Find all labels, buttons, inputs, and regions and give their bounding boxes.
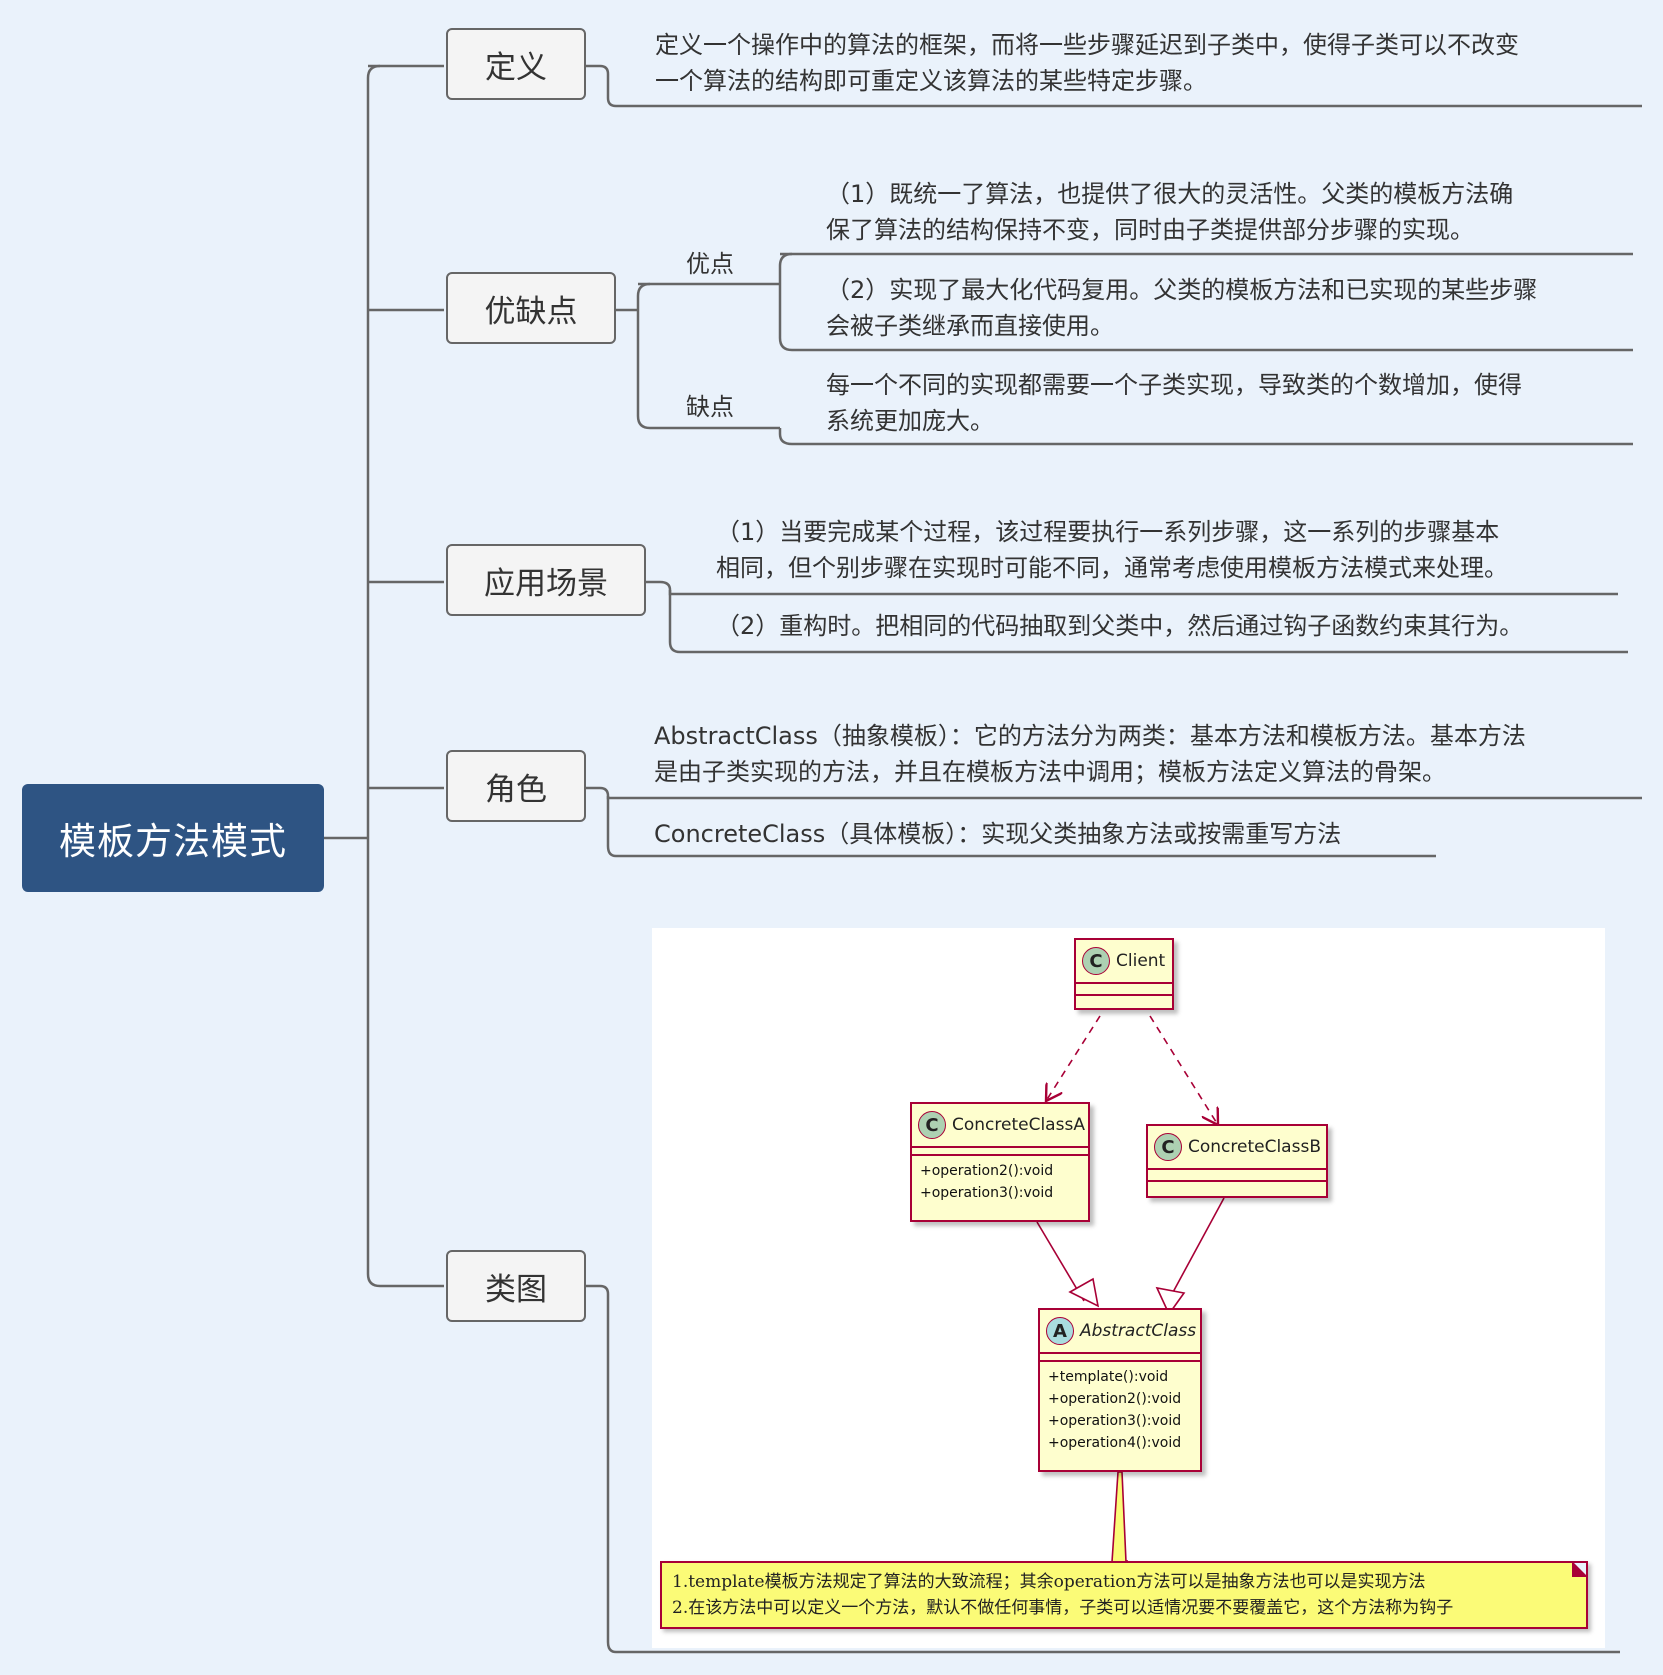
pros-item-1-line-1: （1）既统一了算法，也提供了很大的灵活性。父类的模板方法确 [826, 180, 1514, 208]
scenario-2-line-1: （2）重构时。把相同的代码抽取到父类中，然后通过钩子函数约束其行为。 [716, 612, 1524, 640]
uml-class-abstract[interactable]: A AbstractClass +template():void +operati… [1038, 1308, 1202, 1472]
class-member: +operation2():void [1048, 1391, 1182, 1407]
root-topic[interactable]: 模板方法模式 [22, 784, 324, 892]
inheritance-a-arrowhead [1068, 1277, 1100, 1308]
topic-scenarios[interactable]: 应用场景 [446, 544, 646, 616]
uml-class-concrete-a[interactable]: C ConcreteClassA +operation2():void +oper… [910, 1102, 1090, 1222]
class-member: +operation4():void [1048, 1435, 1182, 1451]
cons-label[interactable]: 缺点 [686, 393, 734, 421]
class-name: Client [1116, 951, 1166, 971]
definition-text-line-2: 一个算法的结构即可重定义该算法的某些特定步骤。 [655, 67, 1207, 95]
scenario-1-line-1: （1）当要完成某个过程，该过程要执行一系列步骤，这一系列的步骤基本 [716, 518, 1500, 546]
uml-class-diagram: C Client C ConcreteClassA +operation2():vo… [652, 928, 1605, 1648]
topic-pros-cons[interactable]: 优缺点 [446, 272, 616, 344]
cons-text-line-1: 每一个不同的实现都需要一个子类实现，导致类的个数增加，使得 [826, 371, 1522, 399]
topic-definition[interactable]: 定义 [446, 28, 586, 100]
class-name: AbstractClass [1080, 1321, 1197, 1341]
pros-label[interactable]: 优点 [686, 250, 734, 278]
class-name: ConcreteClassB [1188, 1137, 1321, 1157]
class-member: +operation2():void [920, 1163, 1054, 1179]
uml-class-concrete-b[interactable]: C ConcreteClassB [1146, 1124, 1328, 1198]
topic-class-diagram[interactable]: 类图 [446, 1250, 586, 1322]
role-abstract-line-1: AbstractClass（抽象模板）：它的方法分为两类：基本方法和模板方法。基… [654, 722, 1526, 750]
inheritance-b-arrowhead [1155, 1286, 1186, 1316]
uml-class-client[interactable]: C Client [1074, 938, 1174, 1010]
class-member: +template():void [1048, 1369, 1169, 1385]
class-stereotype-icon: C [1082, 947, 1110, 975]
inheritance-b [1171, 1197, 1225, 1295]
class-stereotype-icon: A [1046, 1317, 1074, 1345]
uml-relations [1036, 1015, 1225, 1563]
dependency-client-to-a [1046, 1015, 1101, 1101]
role-abstract-line-2: 是由子类实现的方法，并且在模板方法中调用；模板方法定义算法的骨架。 [654, 758, 1446, 786]
definition-text-line-1: 定义一个操作中的算法的框架，而将一些步骤延迟到子类中，使得子类可以不改变 [655, 31, 1519, 59]
note-line-1: 1.template模板方法规定了算法的大致流程；其余operation方法可以… [672, 1572, 1426, 1592]
note-line-2: 2.在该方法中可以定义一个方法，默认不做任何事情，子类可以适情况要不要覆盖它，这… [672, 1598, 1454, 1618]
cons-text-line-2: 系统更加庞大。 [826, 407, 994, 435]
note-fold-corner [1572, 1563, 1586, 1577]
pros-item-2-line-2: 会被子类继承而直接使用。 [826, 312, 1114, 340]
pros-item-2-line-1: （2）实现了最大化代码复用。父类的模板方法和已实现的某些步骤 [826, 276, 1538, 304]
uml-note: 1.template模板方法规定了算法的大致流程；其余operation方法可以… [660, 1561, 1588, 1629]
class-member: +operation3():void [1048, 1413, 1182, 1429]
class-member: +operation3():void [920, 1185, 1054, 1201]
scenario-1-line-2: 相同，但个别步骤在实现时可能不同，通常考虑使用模板方法模式来处理。 [716, 554, 1508, 582]
topic-roles[interactable]: 角色 [446, 750, 586, 822]
pros-item-1-line-2: 保了算法的结构保持不变，同时由子类提供部分步骤的实现。 [826, 216, 1474, 244]
role-concrete-line-1: ConcreteClass（具体模板）：实现父类抽象方法或按需重写方法 [654, 820, 1342, 848]
dependency-client-to-b [1149, 1015, 1218, 1125]
class-stereotype-icon: C [918, 1111, 946, 1139]
class-name: ConcreteClassA [952, 1115, 1085, 1135]
class-stereotype-icon: C [1154, 1133, 1182, 1161]
